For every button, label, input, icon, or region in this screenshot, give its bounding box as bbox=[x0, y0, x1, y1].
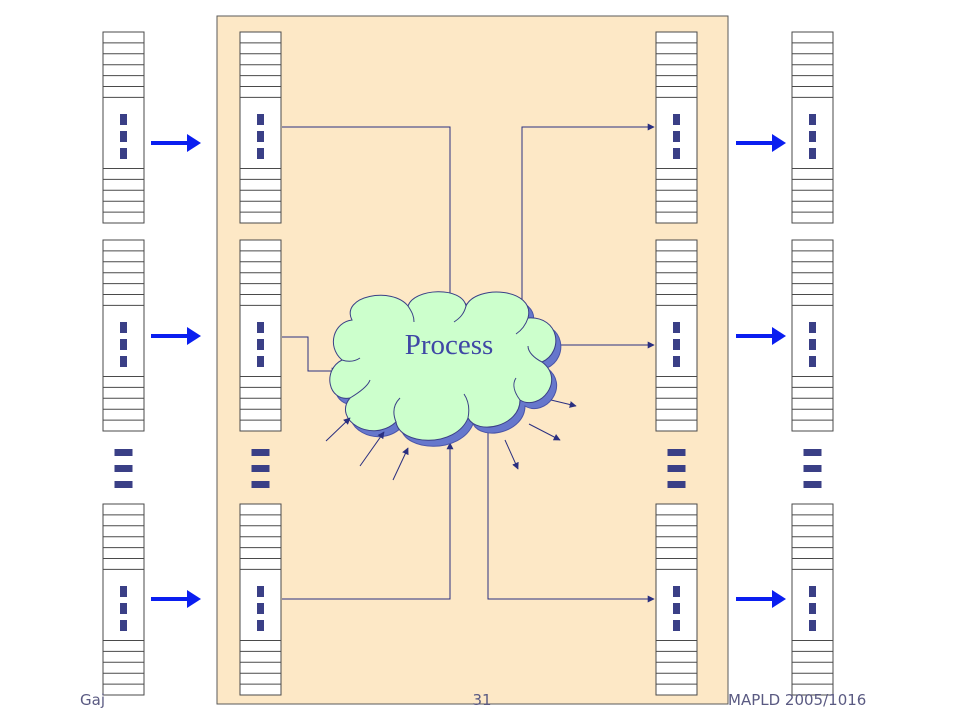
blue-arrow-in-bottom bbox=[151, 590, 201, 608]
ellipsis-input bbox=[114, 449, 133, 488]
ellipsis-layer bbox=[114, 449, 822, 488]
fifo-panel-output-top bbox=[655, 31, 698, 224]
ellipsis-panel-output bbox=[667, 449, 686, 488]
control-arrow-in-3 bbox=[392, 447, 409, 481]
footer-conference: MAPLD 2005/1016 bbox=[728, 691, 867, 709]
process-label: Process bbox=[405, 329, 494, 361]
connector-out-bottom bbox=[487, 430, 655, 603]
blue-arrow-out-top bbox=[736, 134, 786, 152]
control-arrow-out-2 bbox=[528, 423, 561, 441]
fifo-panel-input-bottom bbox=[239, 503, 282, 696]
control-arrow-in-2 bbox=[359, 431, 385, 467]
control-arrow-in-1 bbox=[325, 417, 351, 442]
blue-arrow-in-middle bbox=[151, 327, 201, 345]
fifo-panel-output-bottom bbox=[655, 503, 698, 696]
control-arrow-out-3 bbox=[504, 439, 519, 470]
fifo-input-top bbox=[102, 31, 145, 224]
blue-arrow-out-middle bbox=[736, 327, 786, 345]
connector-in-middle bbox=[282, 336, 339, 375]
fifo-output-bottom bbox=[791, 503, 834, 696]
control-arrow-out-1 bbox=[550, 399, 577, 408]
process-cloud-inner-curves bbox=[341, 305, 543, 423]
fifo-layer bbox=[102, 31, 834, 696]
connector-out-top bbox=[521, 123, 655, 300]
fifo-input-bottom bbox=[102, 503, 145, 696]
fifo-panel-input-top bbox=[239, 31, 282, 224]
footer-author: Gaj bbox=[80, 691, 105, 709]
blue-arrow-layer bbox=[151, 134, 786, 608]
fifo-output-top bbox=[791, 31, 834, 224]
ellipsis-output bbox=[803, 449, 822, 488]
blue-arrow-in-top bbox=[151, 134, 201, 152]
process-cloud-shape bbox=[329, 291, 557, 441]
fifo-input-middle bbox=[102, 239, 145, 432]
blue-arrow-out-bottom bbox=[736, 590, 786, 608]
fifo-output-middle bbox=[791, 239, 834, 432]
control-arrows bbox=[325, 399, 577, 481]
process-cloud: Process bbox=[329, 291, 562, 447]
connector-in-top bbox=[282, 126, 454, 305]
connector-in-bottom bbox=[282, 442, 454, 600]
footer-page-number: 31 bbox=[472, 691, 492, 709]
ellipsis-panel-input bbox=[251, 449, 270, 488]
connector-lines bbox=[282, 123, 655, 603]
fifo-panel-output-middle bbox=[655, 239, 698, 432]
fifo-panel-input-middle bbox=[239, 239, 282, 432]
